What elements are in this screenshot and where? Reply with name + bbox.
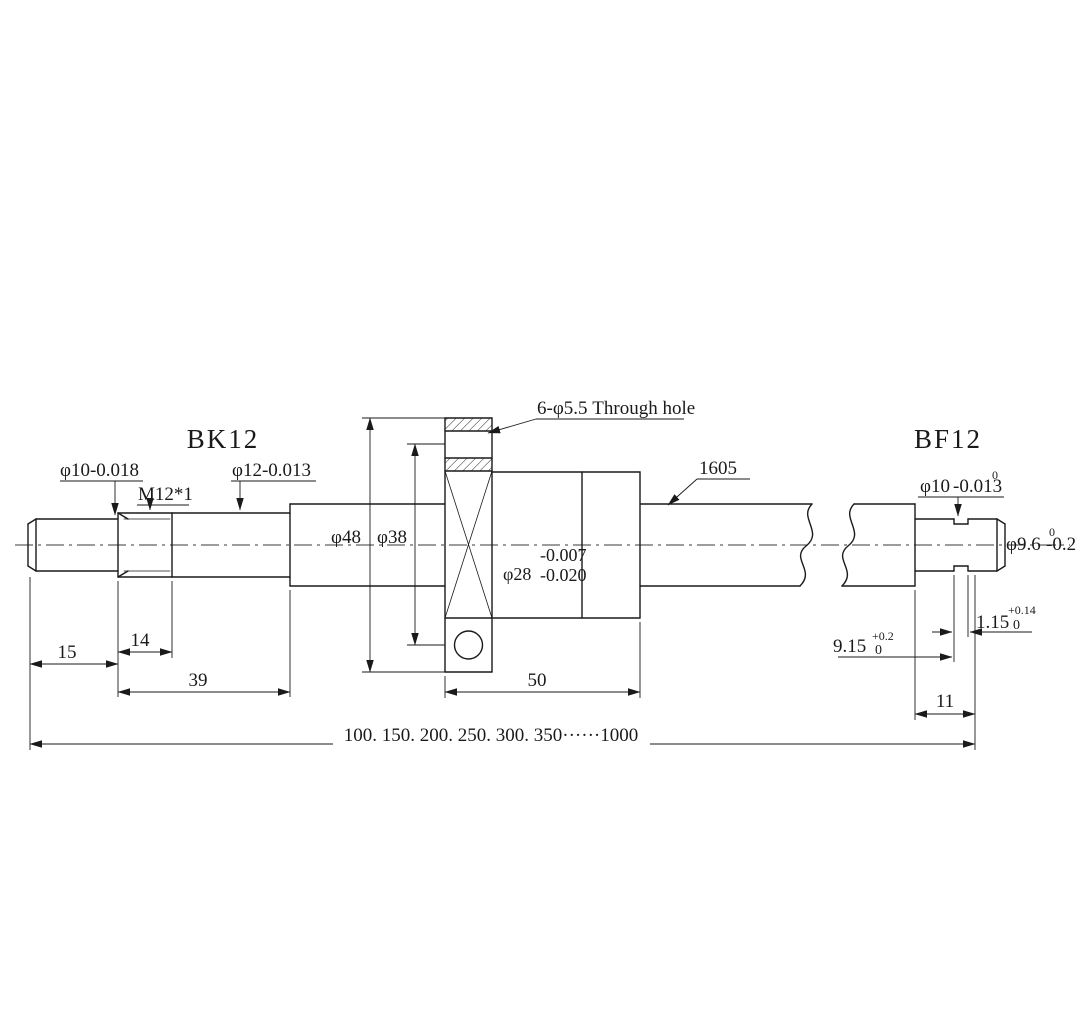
dim-text-50: 50 [528, 670, 547, 691]
groove-pos-base: 9.15 [833, 636, 866, 657]
extension-lines [29, 417, 976, 750]
groove-dia-upper-tol: 0 [1049, 525, 1055, 539]
label-bk12: BK12 [187, 424, 260, 454]
groove-width-upper-tol: +0.14 [1008, 603, 1036, 617]
groove-dia-base: φ9.6 [1006, 534, 1041, 555]
flange-bolt-hole [453, 630, 484, 660]
nut-body [491, 471, 641, 619]
dim-text-14: 14 [131, 630, 151, 651]
callout-thread: M12*1 [138, 484, 193, 505]
callout-through-hole: 6-φ5.5 Through hole [537, 398, 695, 419]
groove-pos-lower-tol: 0 [875, 643, 882, 658]
nut-dia-lower-tol: -0.020 [540, 565, 587, 585]
callout-screw-spec: 1605 [699, 458, 737, 479]
annotations: BK12 BF12 φ10-0.018 M12*1 φ12-0.013 φ48 … [58, 398, 1077, 746]
label-bf12: BF12 [914, 424, 982, 454]
flange-hatch-top [445, 418, 492, 431]
nut-dia-base: φ28 [503, 564, 531, 584]
groove-dia-lower-tol: -0.2 [1046, 534, 1076, 555]
bearing-journal-left [171, 503, 291, 587]
dim-text-15: 15 [58, 642, 77, 663]
dim-text-11: 11 [936, 691, 954, 712]
right-dia-lower-tol: -0.013 [953, 476, 1002, 497]
right-dia-upper-tol: 0 [992, 468, 998, 482]
shaft-break-right [841, 503, 856, 587]
groove-width-lower-tol: 0 [1013, 618, 1020, 633]
dim-text-39: 39 [189, 670, 208, 691]
right-end-journal [914, 503, 1006, 587]
groove-width-base: 1.15 [976, 612, 1009, 633]
flange-hatch-bottom [445, 458, 492, 471]
flange-cross [444, 470, 493, 619]
callout-flange-diameter: φ48 [331, 527, 361, 548]
nut-dia-upper-tol: -0.007 [540, 545, 587, 565]
dim-text-overall: 100. 150. 200. 250. 300. 350······1000 [344, 725, 638, 746]
leader-lines [60, 418, 1004, 517]
nut-flange [444, 417, 493, 673]
callout-journal-diameter: φ12-0.013 [232, 460, 311, 481]
thread-section [117, 512, 173, 578]
left-tip-journal [27, 518, 119, 572]
callout-bolt-circle: φ38 [377, 527, 407, 548]
groove-pos-upper-tol: +0.2 [872, 629, 894, 643]
shaft-break-left [799, 503, 814, 587]
dimension-lines [29, 417, 1032, 748]
callout-tip-diameter: φ10-0.018 [60, 460, 139, 481]
right-dia-base: φ10 [920, 476, 950, 497]
